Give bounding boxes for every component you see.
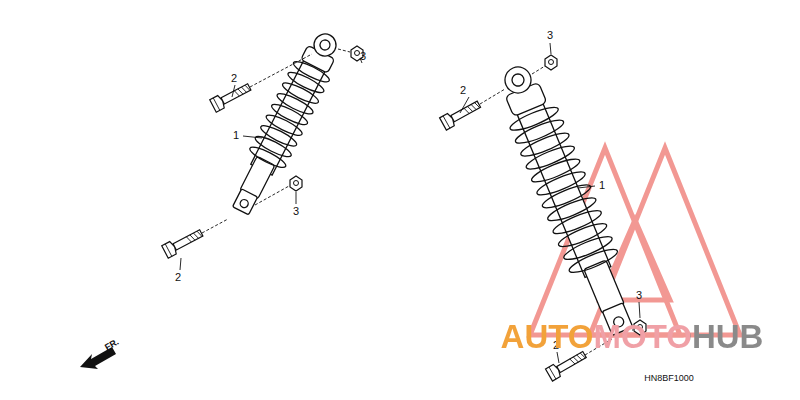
- callout-number: 3: [360, 51, 366, 62]
- watermark: AUTOMOTOHUB: [501, 320, 764, 353]
- bolt: [210, 81, 253, 113]
- nut: [290, 176, 302, 191]
- drawing-code: HN8BF1000: [644, 374, 694, 383]
- callout-number: 2: [175, 272, 181, 283]
- callout-number: 1: [599, 180, 605, 191]
- shock-absorber: [223, 26, 348, 220]
- bolt: [162, 227, 205, 259]
- leader-lines: [180, 43, 640, 363]
- bolt: [440, 98, 483, 130]
- callout-number: 3: [636, 290, 642, 301]
- callout-number: 1: [233, 130, 239, 141]
- shock-absorber: [489, 58, 647, 341]
- callout-number: 2: [231, 73, 237, 84]
- callout-number: 3: [547, 30, 553, 41]
- callout-number: 3: [293, 206, 299, 217]
- nut: [545, 55, 557, 70]
- callout-number: 2: [460, 85, 466, 96]
- bolt: [546, 348, 589, 381]
